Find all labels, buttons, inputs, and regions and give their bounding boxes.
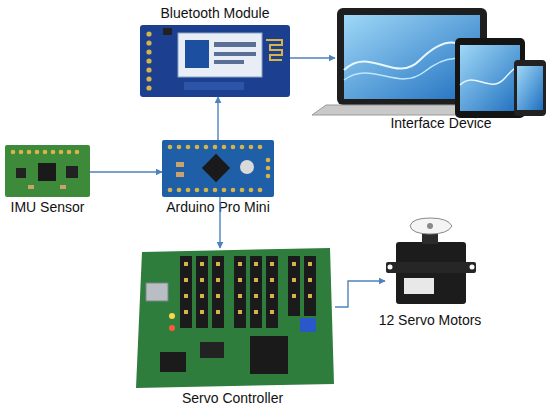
label-group: Servo Controller [182, 390, 283, 407]
label-group: 12 Servo Motors [379, 312, 482, 329]
sensor-chip [66, 166, 78, 178]
board-body [5, 145, 90, 197]
arrow-connector [290, 57, 335, 58]
pin-holes [146, 31, 151, 90]
component-label: Interface Device [390, 115, 491, 132]
board-body [136, 248, 334, 388]
board-body [140, 25, 290, 97]
horn-screw [427, 223, 433, 229]
module-print [214, 52, 256, 56]
led [169, 325, 175, 331]
component-node: Arduino Pro Mini [162, 140, 274, 197]
servo-controller-board [136, 248, 334, 388]
label-group: Interface Device [390, 115, 491, 132]
component-label: Bluetooth Module [161, 5, 270, 22]
phone-screen [517, 66, 543, 110]
tablet-screen [460, 45, 520, 111]
pin-holes [11, 150, 80, 155]
component-node: Interface Device [335, 5, 547, 113]
label-group: Arduino Pro Mini [166, 199, 270, 216]
button [163, 28, 172, 35]
mounting-tabs [386, 262, 476, 273]
component-node: 12 Servo Motors [385, 215, 475, 310]
trimmer [300, 318, 316, 332]
mcu-chip [250, 336, 288, 374]
arrow-connector [335, 281, 385, 307]
led [169, 313, 175, 319]
antenna-trace [266, 40, 282, 60]
servo-sticker [404, 278, 434, 294]
arrow-connector [90, 171, 162, 172]
board-print [184, 82, 244, 90]
reset-button [240, 160, 254, 174]
component-node: Bluetooth Module [140, 25, 290, 97]
component [28, 185, 34, 189]
board-body [162, 140, 274, 197]
component-label: Servo Controller [182, 390, 283, 407]
label-group: IMU Sensor [11, 199, 85, 216]
mount-hole [388, 265, 393, 270]
component-node: IMU Sensor [5, 145, 90, 197]
usb-connector [146, 283, 168, 301]
component [176, 172, 184, 177]
header-pins [184, 262, 312, 314]
interface-devices [312, 8, 546, 118]
servo-horn [410, 218, 452, 234]
mcu-chip [202, 154, 230, 182]
bluetooth-board [140, 25, 290, 97]
component-node: Servo Controller [130, 248, 335, 388]
module-shield [178, 33, 262, 77]
phone-body [514, 60, 546, 116]
power-header [160, 352, 186, 372]
pin-holes [168, 145, 271, 193]
component [176, 162, 184, 167]
arrow-connector [217, 97, 218, 140]
mount-hole [470, 265, 475, 270]
sensor-chip [38, 163, 56, 181]
screen-wave [460, 68, 520, 85]
arduino-board [162, 140, 274, 197]
imu-board [5, 145, 90, 197]
regulator [200, 342, 224, 358]
pin-headers [180, 256, 316, 328]
component-label: Arduino Pro Mini [166, 199, 270, 216]
module-print [214, 60, 244, 64]
component [60, 185, 66, 189]
label-group: Bluetooth Module [161, 5, 270, 22]
module-print [214, 42, 256, 47]
component-label: IMU Sensor [11, 199, 85, 216]
sensor-chip [16, 168, 26, 178]
servo-motor [386, 218, 476, 304]
component-label: 12 Servo Motors [379, 312, 482, 329]
module-logo [185, 40, 209, 68]
